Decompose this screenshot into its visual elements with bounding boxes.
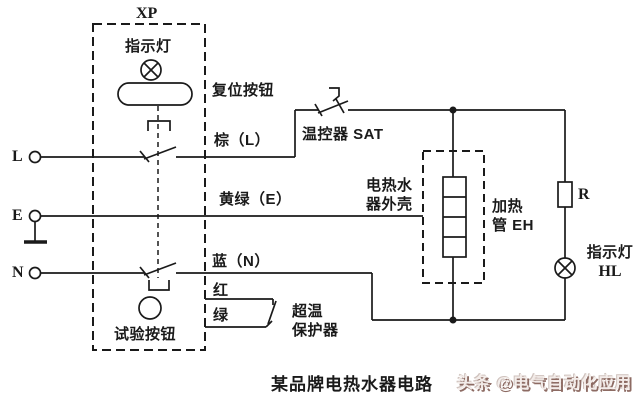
heater-label-line2: 管 EH — [492, 217, 535, 234]
wire-green-label: 绿 — [213, 307, 229, 324]
wire-brown-label: 棕（L） — [214, 132, 271, 149]
heater-label-line1: 加热 — [492, 198, 524, 215]
earth-wire — [24, 209, 423, 244]
wire-blue-label: 蓝（N） — [212, 253, 270, 270]
linkage-line — [147, 106, 171, 291]
hl-lamp-label: 指示灯 HL — [582, 243, 638, 281]
heater-label: 加热管 EH — [492, 197, 534, 235]
test-button-label: 试验按钮 — [114, 326, 177, 343]
shell-label-line2: 器外壳 — [366, 196, 413, 213]
hl-lamp-icon — [554, 257, 576, 320]
terminal-n-label: N — [12, 264, 24, 281]
indicator-lamp-icon — [140, 59, 162, 81]
xp-plug-label: XP — [136, 5, 158, 22]
overtemp-protector-symbol — [205, 298, 277, 328]
otp-label-line1: 超温 — [292, 303, 324, 320]
hl-label-line2: HL — [598, 263, 622, 280]
reset-button-symbol — [117, 82, 193, 106]
thermostat-label: 温控器 SAT — [302, 126, 384, 143]
junction-dots — [449, 106, 457, 324]
diagram-caption: 某品牌电热水器电路 — [271, 375, 433, 394]
resistor-symbol — [557, 110, 573, 258]
terminal-l-label: L — [12, 148, 23, 165]
watermark-text: 头条 @电气自动化应用 — [457, 375, 633, 392]
latch-bracket-top — [147, 120, 171, 131]
shell-label-line1: 电热水 — [366, 177, 413, 194]
test-button-symbol — [138, 296, 162, 320]
wire-yellow-green-label: 黄绿（E） — [219, 191, 292, 208]
wire-red-label: 红 — [213, 282, 229, 299]
terminal-e-label: E — [12, 207, 23, 224]
live-wire — [28, 109, 318, 164]
heating-element-symbol — [442, 110, 467, 320]
reset-button-label: 复位按钮 — [212, 82, 275, 99]
shell-label: 电热水器外壳 — [366, 176, 413, 214]
thermostat-symbol — [314, 87, 565, 117]
resistor-label: R — [578, 186, 590, 203]
xp-plug-box — [92, 23, 206, 351]
indicator-lamp-label: 指示灯 — [125, 38, 172, 55]
latch-bracket-bottom — [148, 280, 170, 291]
hl-label-line1: 指示灯 — [586, 244, 634, 261]
overtemp-protector-label: 超温保护器 — [292, 302, 339, 340]
otp-label-line2: 保护器 — [292, 322, 339, 339]
neutral-wire — [28, 262, 565, 321]
